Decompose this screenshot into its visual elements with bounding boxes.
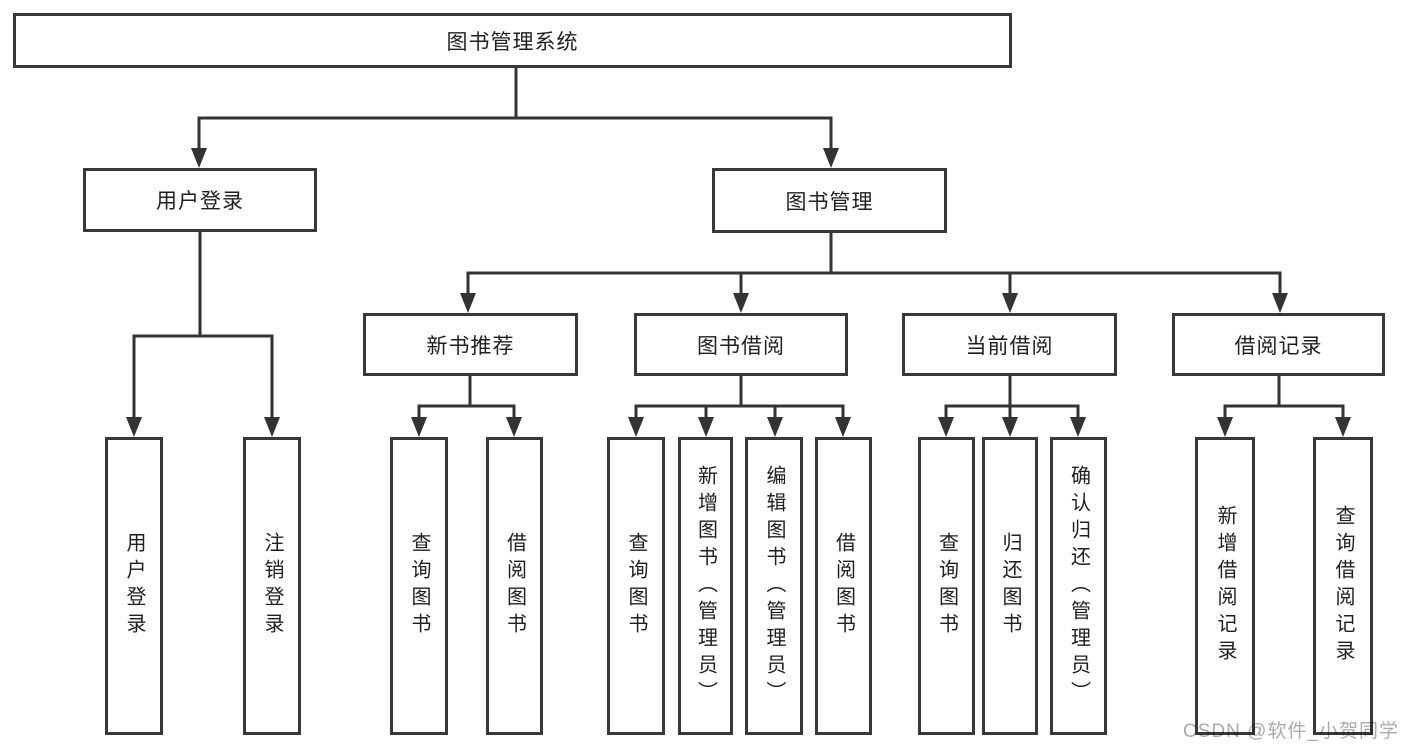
node-user-login: 用户登录 [83,168,317,232]
leaf-logout: 注销登录 [243,437,301,735]
node-root: 图书管理系统 [13,13,1012,68]
leaf-user-login: 用户登录 [105,437,163,735]
node-book-borrow: 图书借阅 [634,313,848,376]
watermark: CSDN @软件_小贺同学 [1183,721,1399,742]
node-book-management: 图书管理 [712,168,947,233]
leaf-add-borrow-record: 新增借阅记录 [1195,437,1255,735]
user-login-connector [126,230,280,437]
leaf-add-book-admin: 新增图书（管理员） [678,437,733,735]
book-borrow-connector [628,374,851,437]
node-new-book-recommend: 新书推荐 [363,313,578,376]
borrow-record-connector [1217,374,1351,437]
new-book-connector [411,374,522,437]
leaf-query-book-2: 查询图书 [607,437,665,735]
book-management-connector [460,231,1288,313]
root-connector [191,66,839,168]
node-borrow-record: 借阅记录 [1172,313,1385,376]
node-current-borrow: 当前借阅 [902,313,1117,376]
leaf-query-book-3: 查询图书 [918,437,975,735]
leaf-borrow-book-1: 借阅图书 [486,437,543,735]
leaf-confirm-return-admin: 确认归还（管理员） [1050,437,1107,735]
current-borrow-connector [938,374,1086,437]
leaf-edit-book-admin: 编辑图书（管理员） [745,437,803,735]
leaf-return-book: 归还图书 [982,437,1038,735]
leaf-query-book-1: 查询图书 [390,437,448,735]
leaf-query-borrow-record: 查询借阅记录 [1313,437,1373,735]
leaf-borrow-book-2: 借阅图书 [815,437,872,735]
